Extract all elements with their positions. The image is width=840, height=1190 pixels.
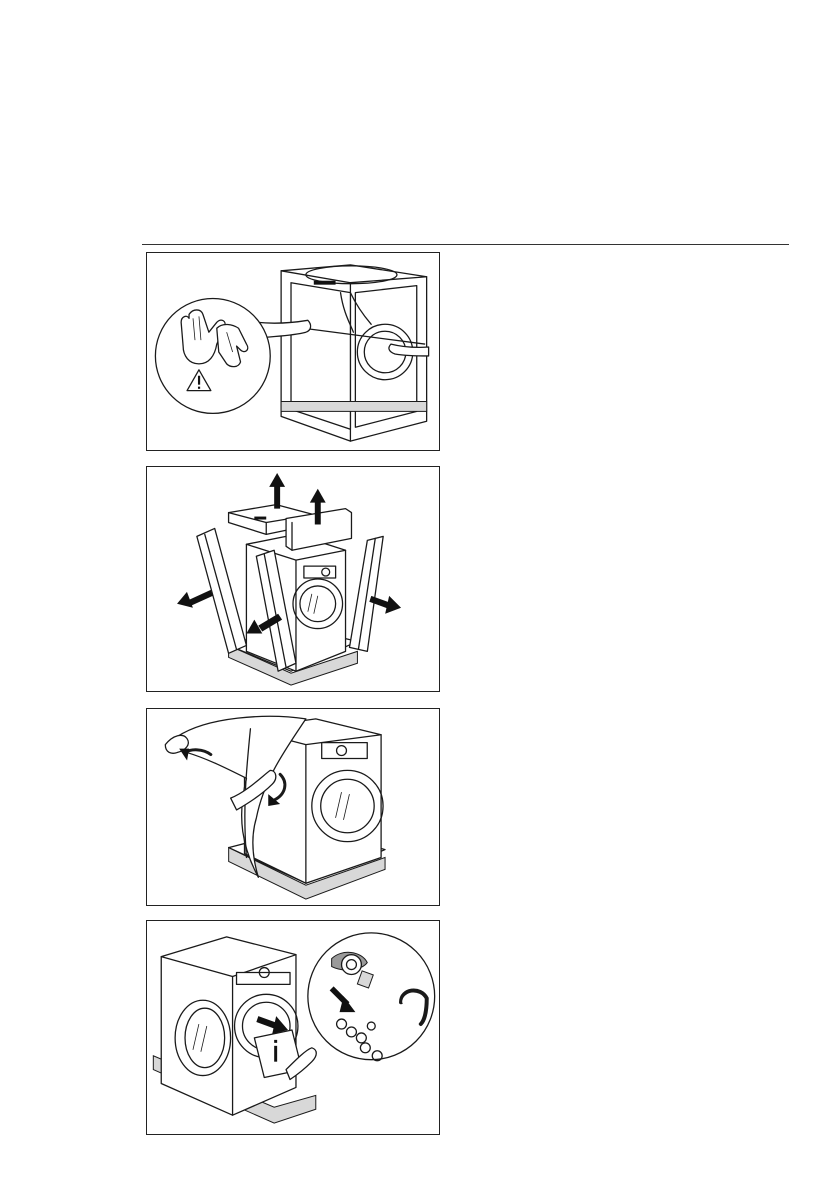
figure-remove-plastic-bag	[146, 708, 440, 906]
section-divider	[142, 244, 789, 245]
figure-remove-packaging-strap	[146, 252, 440, 451]
figure-remove-accessories	[146, 920, 440, 1135]
left-arrow-icon	[177, 590, 213, 608]
up-arrow-icon	[269, 473, 285, 509]
left-corner-post	[197, 528, 247, 653]
figure-remove-packaging-parts	[146, 466, 440, 692]
accessories-inset	[308, 933, 435, 1060]
